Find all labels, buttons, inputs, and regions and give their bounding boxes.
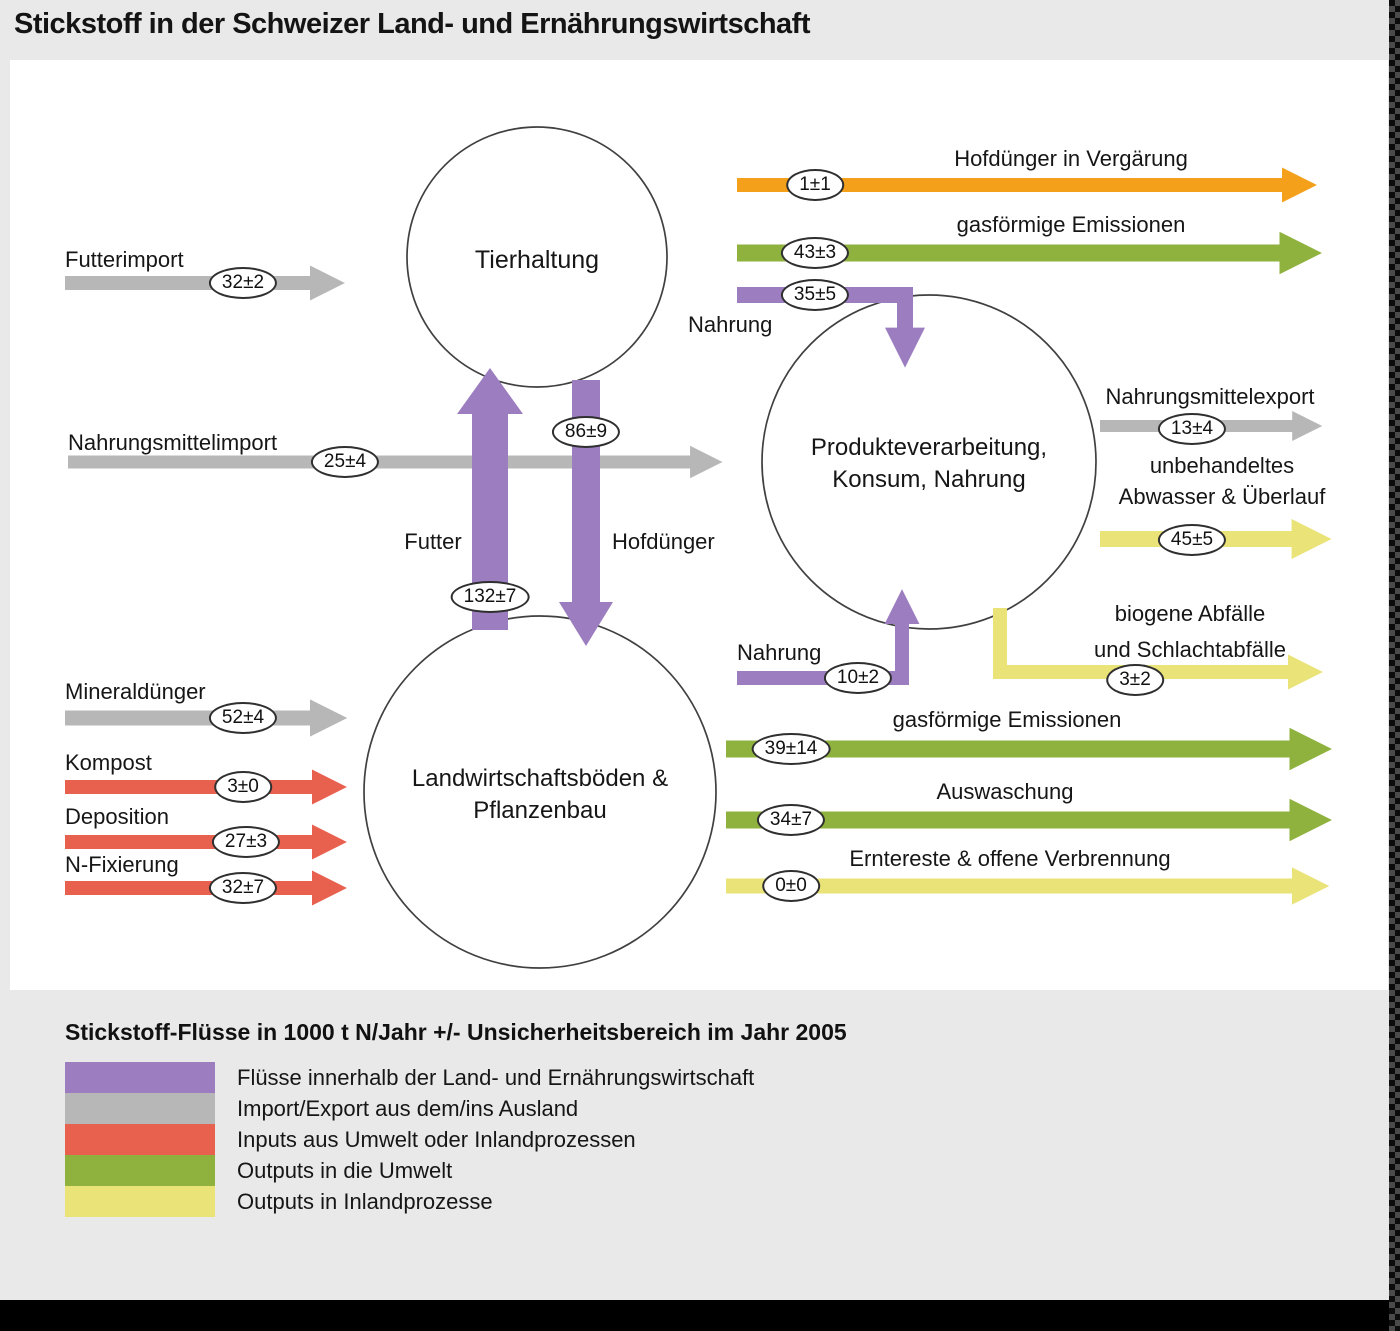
gas-emissionen-boeden-label: gasförmige Emissionen <box>892 707 1122 732</box>
gas-emissionen-boeden-value-badge: 39±14 <box>751 733 831 765</box>
deposition-value-badge: 27±3 <box>211 826 281 858</box>
nahrung-pflanzenbau-label: Nahrung <box>737 640 822 665</box>
futter-value-badge: 132±7 <box>450 581 530 613</box>
futterimport-label: Futterimport <box>65 247 184 272</box>
legend-item: Import/Export aus dem/ins Ausland <box>65 1093 754 1124</box>
nahrungsmittelexport-value-badge: 13±4 <box>1157 413 1227 445</box>
erntereste-value-badge: 0±0 <box>762 870 820 902</box>
nahrungsmittelimport-value-badge: 25±4 <box>310 446 380 478</box>
abwasser-value-badge: 45±5 <box>1157 524 1227 556</box>
biogene-abfaelle-label: biogene Abfälle und Schlachtabfälle <box>1093 601 1287 662</box>
kompost-label: Kompost <box>65 750 152 775</box>
tierhaltung-label: Tierhaltung <box>474 246 600 274</box>
auswaschung-value-badge: 34±7 <box>756 804 826 836</box>
biogene-abfaelle-value-badge: 3±2 <box>1106 664 1164 696</box>
auswaschung-label: Auswaschung <box>936 779 1074 804</box>
legend-item: Outputs in Inlandprozesse <box>65 1186 754 1217</box>
nahrung-tier-value-badge: 35±5 <box>780 279 850 311</box>
nahrungsmittelexport-label: Nahrungsmittelexport <box>1105 384 1315 409</box>
futterimport-value-badge: 32±2 <box>208 267 278 299</box>
legend-swatch-gray <box>65 1093 215 1124</box>
legend-swatch-yellow <box>65 1186 215 1217</box>
legend-item-label: Outputs in die Umwelt <box>237 1157 453 1183</box>
abwasser-label: unbehandeltes Abwasser & Überlauf <box>1118 453 1326 509</box>
gas-emissionen-tier-value-badge: 43±3 <box>780 237 850 269</box>
nahrung-pflanzenbau-arrow <box>737 589 920 685</box>
legend-title: Stickstoff-Flüsse in 1000 t N/Jahr +/- U… <box>65 1019 847 1045</box>
hofduenger-label: Hofdünger <box>612 529 715 554</box>
legend-item-label: Inputs aus Umwelt oder Inlandprozessen <box>237 1126 636 1152</box>
landwirtschaftsboeden-node <box>363 615 717 969</box>
legend-item-label: Outputs in Inlandprozesse <box>237 1188 493 1214</box>
mineralduenger-value-badge: 52±4 <box>208 702 278 734</box>
hofduenger-vergaerung-value-badge: 1±1 <box>786 169 844 201</box>
produkteverarbeitung-label: Produkteverarbeitung, Konsum, Nahrung <box>810 434 1048 493</box>
legend-item: Outputs in die Umwelt <box>65 1155 754 1186</box>
legend-item-label: Flüsse innerhalb der Land- und Ernährung… <box>237 1064 755 1090</box>
deposition-label: Deposition <box>65 804 169 829</box>
hofduenger-vergaerung-label: Hofdünger in Vergärung <box>954 146 1188 171</box>
futter-arrow <box>457 368 523 630</box>
legend-item: Flüsse innerhalb der Land- und Ernährung… <box>65 1062 754 1093</box>
n-fixierung-value-badge: 32±7 <box>208 872 278 904</box>
landwirtschaftsboeden-label: Landwirtschaftsböden & Pflanzenbau <box>411 765 669 824</box>
legend-swatch-red <box>65 1124 215 1155</box>
page-title: Stickstoff in der Schweizer Land- und Er… <box>14 8 811 40</box>
mineralduenger-label: Mineraldünger <box>65 679 206 704</box>
legend-item: Inputs aus Umwelt oder Inlandprozessen <box>65 1124 754 1155</box>
futter-label: Futter <box>404 529 462 554</box>
kompost-value-badge: 3±0 <box>214 771 272 803</box>
tierhaltung-node <box>406 126 668 388</box>
legend: Flüsse innerhalb der Land- und Ernährung… <box>65 1062 754 1217</box>
biogene-abfaelle-arrow <box>993 608 1323 690</box>
erntereste-label: Erntereste & offene Verbrennung <box>849 846 1171 871</box>
nahrungsmittelimport-label: Nahrungsmittelimport <box>68 430 278 455</box>
produkteverarbeitung-node <box>761 294 1097 630</box>
n-fixierung-label: N-Fixierung <box>65 852 179 877</box>
hofduenger-value-badge: 86±9 <box>551 416 621 448</box>
legend-swatch-purple <box>65 1062 215 1093</box>
legend-item-label: Import/Export aus dem/ins Ausland <box>237 1095 579 1121</box>
legend-swatch-green <box>65 1155 215 1186</box>
right-edge-strip <box>1389 0 1400 1331</box>
nahrung-tier-label: Nahrung <box>688 312 773 337</box>
nahrung-pflanzenbau-value-badge: 10±2 <box>823 662 893 694</box>
gas-emissionen-tier-label: gasförmige Emissionen <box>956 212 1186 237</box>
flow-diagram <box>65 126 1332 969</box>
bottom-black-bar <box>0 1300 1400 1331</box>
